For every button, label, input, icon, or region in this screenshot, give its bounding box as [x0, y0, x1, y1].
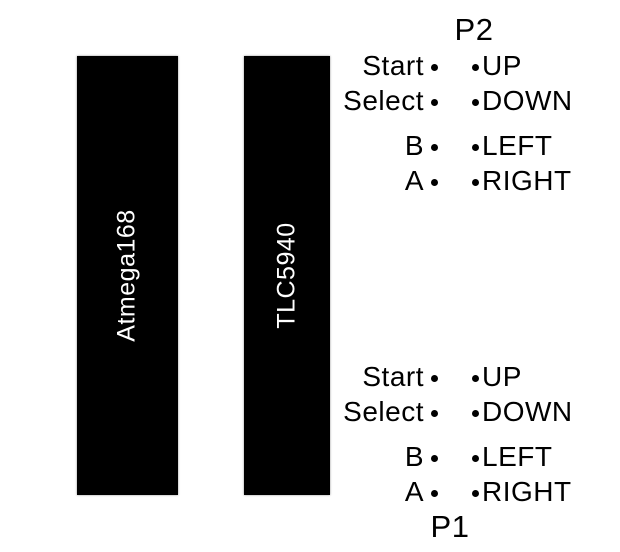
pin-group-p1: Start UP Select DOWN B — [333, 359, 605, 545]
pin-dot — [431, 375, 438, 382]
pin-label-b: B — [404, 440, 424, 472]
pin-group-p1-title: P1 — [430, 509, 470, 544]
pin-row-p1-start-up: Start UP — [333, 359, 605, 394]
pin-label-left: LEFT — [482, 129, 553, 161]
pin-label-start: Start — [362, 49, 424, 81]
pin-label-a: A — [404, 164, 424, 196]
pin-dot — [431, 99, 438, 106]
pin-dot — [472, 490, 479, 497]
pin-dot — [431, 410, 438, 417]
pin-label-select: Select — [343, 84, 424, 116]
pin-label-right: RIGHT — [482, 475, 572, 507]
pin-dot — [472, 64, 479, 71]
pin-group-p2: P2 Start UP Select DOWN B — [333, 12, 605, 198]
pin-row-p2-start-up: Start UP — [333, 48, 605, 83]
pin-label-left: LEFT — [482, 440, 553, 472]
pin-dot — [472, 375, 479, 382]
pin-row-p1-select-down: Select DOWN — [333, 394, 605, 429]
pin-dot — [431, 144, 438, 151]
pin-dot — [472, 179, 479, 186]
pin-label-start: Start — [362, 360, 424, 392]
pin-dot — [472, 455, 479, 462]
pin-row-p2-b-left: B LEFT — [333, 128, 605, 163]
pin-dot — [472, 144, 479, 151]
pin-label-down: DOWN — [482, 395, 573, 427]
pin-dot — [431, 64, 438, 71]
pin-label-down: DOWN — [482, 84, 573, 116]
pin-label-a: A — [404, 475, 424, 507]
pin-label-up: UP — [482, 49, 522, 81]
pin-dot — [431, 179, 438, 186]
pin-row-spacer — [333, 118, 605, 128]
pin-label-b: B — [404, 129, 424, 161]
chip-tlc5940-label: TLC5940 — [272, 222, 301, 329]
pin-dot — [472, 99, 479, 106]
pin-row-spacer — [333, 429, 605, 439]
pin-label-up: UP — [482, 360, 522, 392]
chip-atmega168: Atmega168 — [77, 56, 178, 495]
pin-dot — [472, 410, 479, 417]
pin-row-p1-a-right: A RIGHT — [333, 474, 605, 509]
pin-label-select: Select — [343, 395, 424, 427]
pin-row-p1-b-left: B LEFT — [333, 439, 605, 474]
pin-group-p2-title: P2 — [454, 12, 494, 47]
pin-dot — [431, 490, 438, 497]
pin-dot — [431, 455, 438, 462]
pin-label-right: RIGHT — [482, 164, 572, 196]
chip-atmega168-label: Atmega168 — [113, 209, 141, 342]
pin-row-p2-a-right: A RIGHT — [333, 163, 605, 198]
chip-tlc5940: TLC5940 — [244, 56, 330, 495]
pin-row-p2-select-down: Select DOWN — [333, 83, 605, 118]
